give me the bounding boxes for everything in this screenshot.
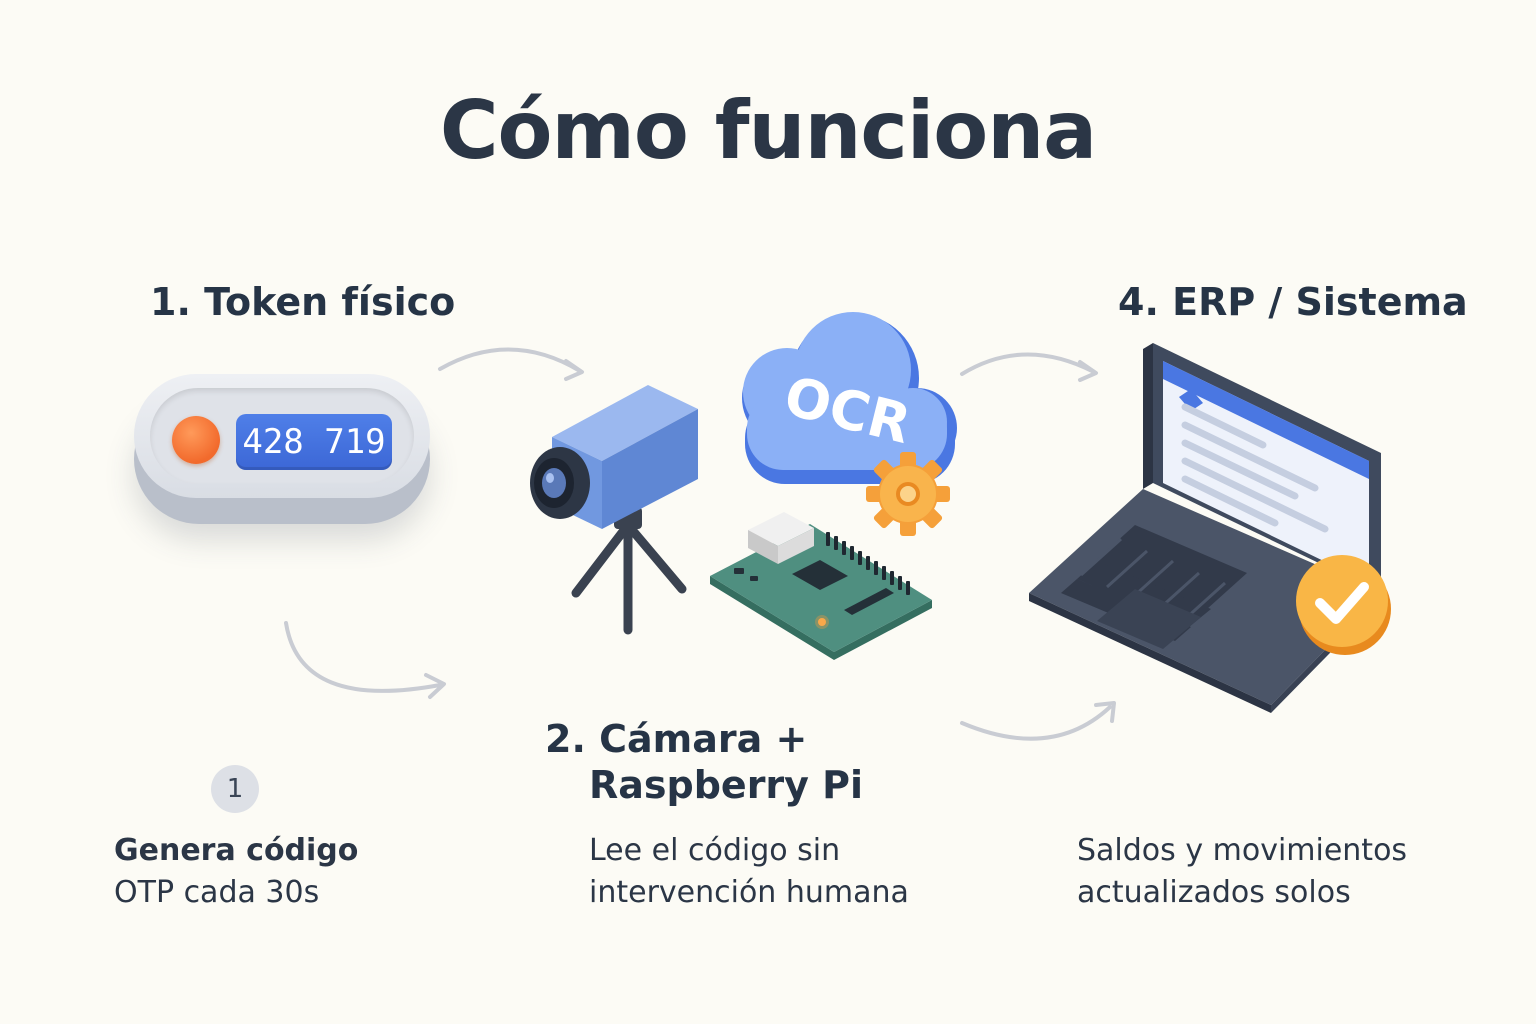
step-number-badge: 1 [211, 765, 259, 813]
step-erp-description: Saldos y movimientos actualizados solos [1077, 830, 1407, 914]
step-camera-title-line2: Raspberry Pi [589, 763, 864, 807]
arrow-token-to-camera-icon [438, 347, 584, 381]
step-camera-desc-line1: Lee el código sin [589, 833, 841, 868]
step-camera-title: 2. Cámara + Raspberry Pi [545, 716, 863, 808]
step-token-desc-line2: OTP cada 30s [114, 875, 320, 910]
step-token-description: Genera código OTP cada 30s [114, 830, 358, 914]
step-token-title: 1. Token físico [150, 280, 456, 324]
arrow-token-loop-icon [284, 621, 446, 699]
camera-icon [530, 385, 698, 635]
raspberry-pi-icon [710, 512, 932, 660]
gear-icon [866, 452, 950, 536]
step-erp-title: 4. ERP / Sistema [1118, 280, 1468, 324]
arrow-board-to-erp-icon [960, 701, 1116, 741]
arrow-ocr-to-erp-icon [960, 352, 1098, 382]
step-camera-title-line1: 2. Cámara + [545, 717, 808, 761]
otp-token-icon: 428 719 [134, 374, 430, 524]
step-camera-description: Lee el código sin intervención humana [589, 830, 909, 914]
ocr-cloud-icon: OCR [742, 312, 957, 484]
step-erp-desc-line1: Saldos y movimientos [1077, 833, 1408, 868]
step-camera-desc-line2: intervención humana [589, 875, 909, 910]
token-button-icon [172, 416, 220, 464]
page-title: Cómo funciona [439, 84, 1097, 177]
checkmark-icon [1296, 555, 1391, 655]
laptop-icon [1029, 343, 1381, 713]
otp-code-display: 428 719 [236, 414, 392, 470]
step-token-desc-line1: Genera código [114, 833, 359, 868]
step-erp-desc-line2: actualizados solos [1077, 875, 1351, 910]
